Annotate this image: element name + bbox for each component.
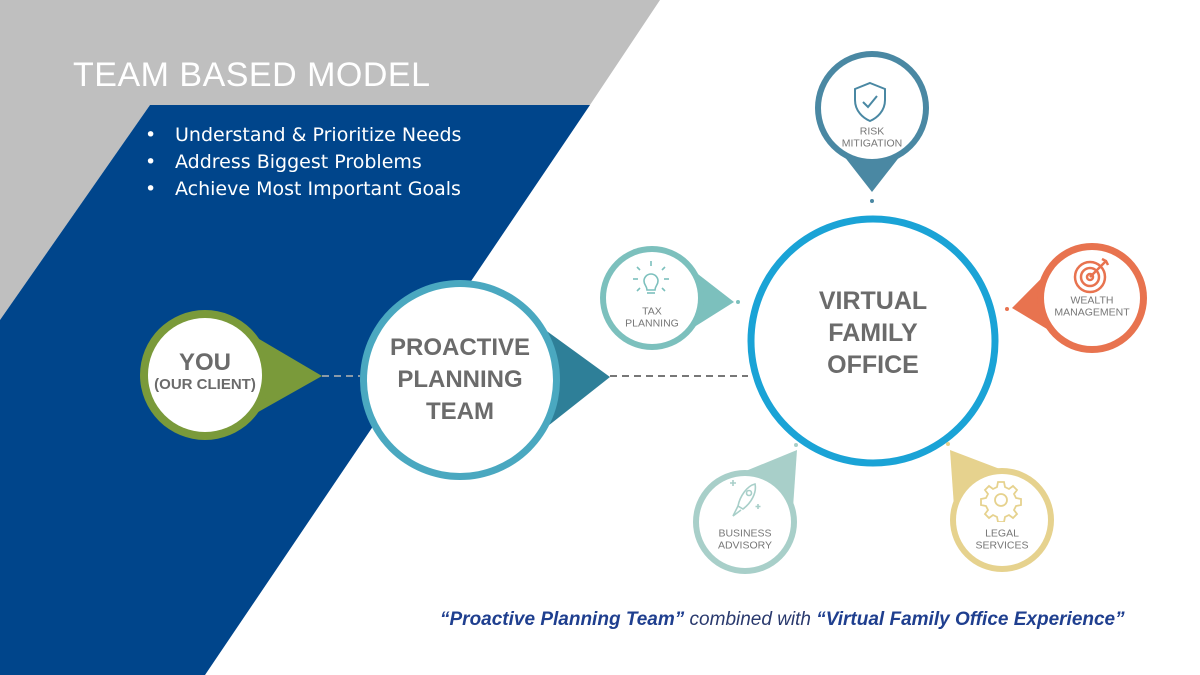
connector-dot (946, 442, 950, 446)
gray-band (0, 0, 660, 320)
connector-dot (794, 443, 798, 447)
connector-dot (870, 199, 874, 203)
connector-dot (736, 300, 740, 304)
connector-dot (1005, 307, 1009, 311)
our-client-label: (OUR CLIENT) (154, 376, 256, 394)
office-line: VIRTUAL (818, 287, 928, 315)
lightbulb-icon (633, 261, 669, 294)
footer-caption: “Proactive Planning Team” combined with … (440, 609, 1125, 631)
business-pin-face (699, 476, 791, 568)
footer-part2: combined with (684, 609, 817, 630)
tax-line: PLANNING (625, 317, 679, 329)
rocket-icon (730, 480, 761, 517)
team-node-label: PROACTIVE PLANNING TEAM (390, 332, 530, 428)
shield-check-icon (854, 81, 886, 123)
bullet-item: Address Biggest Problems (145, 149, 461, 176)
team-line: TEAM (425, 398, 494, 425)
team-line: PROACTIVE (389, 334, 531, 361)
business-line: BUSINESS (718, 527, 772, 540)
risk-line: RISK (859, 125, 885, 138)
you-node-label: YOU (OUR CLIENT) (154, 349, 256, 394)
wealth-line: WEALTH (1070, 294, 1114, 307)
slide-title: TEAM BASED MODEL (73, 56, 431, 94)
target-icon (1073, 257, 1110, 294)
tax-pin-face (606, 252, 698, 344)
gear-icon (980, 481, 1022, 522)
business-line: ADVISORY (717, 539, 773, 551)
you-label: YOU (178, 349, 231, 377)
office-line: FAMILY (828, 319, 918, 347)
legal-line: SERVICES (975, 539, 1029, 551)
wealth-line: MANAGEMENT (1054, 306, 1130, 318)
bullet-item: Understand & Prioritize Needs (145, 122, 461, 149)
wealth-pin-face (1044, 250, 1140, 346)
bullet-list: Understand & Prioritize Needs Address Bi… (145, 122, 461, 203)
bullet-item: Achieve Most Important Goals (145, 176, 461, 203)
office-circle (747, 215, 999, 467)
legal-pin-face (956, 474, 1048, 566)
risk-pin-face (821, 57, 923, 159)
you-pin-face (148, 318, 262, 432)
tax-line: TAX (642, 305, 662, 318)
footer-part3: “Virtual Family Office Experience” (816, 609, 1125, 630)
risk-line: MITIGATION (841, 137, 903, 149)
office-line: OFFICE (827, 351, 919, 379)
team-pin-face (367, 287, 553, 473)
legal-line: LEGAL (985, 527, 1019, 540)
office-node-label: VIRTUAL FAMILY OFFICE (819, 285, 927, 381)
team-line: PLANNING (397, 366, 523, 393)
footer-part1: “Proactive Planning Team” (440, 609, 685, 630)
